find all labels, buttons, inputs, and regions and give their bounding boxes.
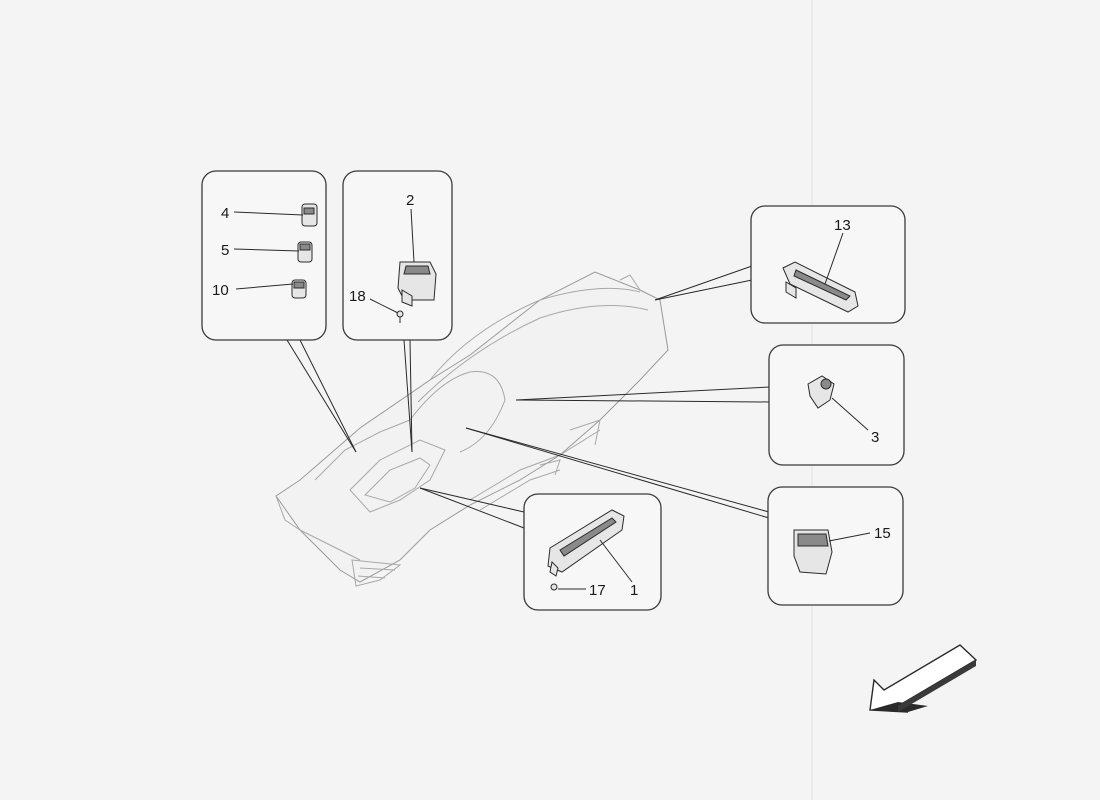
callout-box-3: 3 bbox=[768, 344, 905, 466]
callout-number-4: 4 bbox=[221, 205, 229, 222]
callout-box-15: 15 bbox=[767, 486, 904, 606]
part-1-switch-bank bbox=[547, 509, 625, 577]
callout-number-18: 18 bbox=[349, 288, 366, 305]
part-13-switch-panel bbox=[782, 261, 859, 313]
part-2-switch-module bbox=[397, 261, 437, 307]
callout-number-1: 1 bbox=[630, 582, 638, 599]
callout-number-13: 13 bbox=[834, 217, 851, 234]
part-17-screw bbox=[550, 583, 558, 591]
callout-number-2: 2 bbox=[406, 192, 414, 209]
callout-number-5: 5 bbox=[221, 242, 229, 259]
callout-box-4-5-10: 4 5 10 bbox=[201, 170, 327, 341]
part-5-switch bbox=[297, 241, 313, 263]
callout-number-15: 15 bbox=[874, 525, 891, 542]
callout-box-13: 13 bbox=[750, 205, 906, 324]
part-15-button bbox=[793, 529, 833, 575]
box-leaders bbox=[286, 265, 771, 529]
direction-arrow-icon bbox=[869, 644, 978, 713]
callout-number-3: 3 bbox=[871, 429, 879, 446]
center-console-drawing bbox=[275, 271, 669, 587]
part-3-start-button bbox=[807, 375, 835, 409]
callout-box-2-18: 2 18 bbox=[342, 170, 453, 341]
part-10-switch bbox=[291, 279, 307, 299]
callout-number-17: 17 bbox=[589, 582, 606, 599]
callout-box-1-17: 1 17 bbox=[523, 493, 662, 611]
part-18-screw bbox=[396, 310, 404, 323]
callout-number-10: 10 bbox=[212, 282, 229, 299]
part-4-switch bbox=[301, 203, 318, 227]
